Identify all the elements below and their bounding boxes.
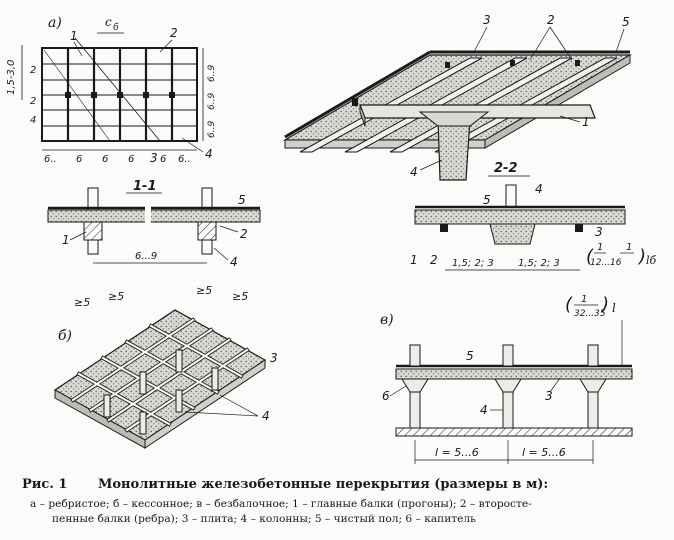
b-dim-4: ≥5 bbox=[232, 290, 248, 303]
panel-a-plan: а) 1,5-3,0 с б bbox=[6, 15, 217, 165]
iso-callout-2: 2 bbox=[547, 13, 555, 27]
s22-paren-left: ( bbox=[586, 246, 594, 267]
s22-callout-2: 2 bbox=[430, 253, 438, 267]
bottom-dim-6: 6.. bbox=[178, 154, 191, 165]
c-callout-5: 5 bbox=[466, 349, 474, 363]
callout-2: 2 bbox=[170, 26, 178, 40]
s11-callout-1: 1 bbox=[62, 233, 70, 247]
c-callout-4: 4 bbox=[480, 403, 488, 417]
left-mark-2: 2 bbox=[30, 96, 36, 107]
slab-thickness-dim: 1,5-3,0 bbox=[6, 60, 17, 95]
s22-callout-5: 5 bbox=[483, 193, 491, 207]
bottom-dim-1: 6.. bbox=[44, 154, 57, 165]
left-mark-1: 2 bbox=[30, 65, 36, 76]
panel-b-letter: б) bbox=[58, 328, 72, 344]
s11-callout-4: 4 bbox=[230, 255, 238, 269]
section-2-2: 2-2 4 5 1 2 3 1,5; 2; 3 1,5; 2; 3 ( 1 12… bbox=[410, 161, 657, 271]
s22-ratio-num2: 1 bbox=[626, 242, 632, 253]
left-mark-3: 4 bbox=[30, 115, 36, 126]
label-b: б bbox=[113, 22, 119, 33]
caption-heading: Рис. 1 Монолитные железобетонные перекры… bbox=[22, 477, 662, 492]
s22-ratio-num: 1 bbox=[597, 242, 603, 253]
panel-c-flat-slab: в) ( 1 32...35 ) l 5 6 4 3 l = 5...6 l =… bbox=[380, 294, 633, 464]
s22-callout-4: 4 bbox=[535, 182, 543, 196]
panel-c-letter: в) bbox=[380, 312, 394, 328]
callout-1: 1 bbox=[70, 29, 78, 43]
s22-callout-3: 3 bbox=[595, 225, 603, 239]
c-paren-left: ( bbox=[565, 294, 573, 315]
section-2-2-title: 2-2 bbox=[494, 161, 518, 176]
floor-slab-figure: а) 1,5-3,0 с б bbox=[6, 13, 657, 464]
s22-ratio-den: 12...16 bbox=[590, 258, 622, 268]
iso-callout-4: 4 bbox=[410, 165, 418, 179]
iso-callout-5: 5 bbox=[622, 15, 630, 29]
section-1-1-title: 1-1 bbox=[133, 179, 157, 194]
c-callout-6: 6 bbox=[382, 389, 390, 403]
s22-paren-right: ) bbox=[637, 246, 646, 267]
s11-callout-2: 2 bbox=[240, 227, 248, 241]
c-paren-right: ) bbox=[600, 294, 609, 315]
row-dim-1: 6..9 bbox=[207, 65, 217, 82]
bottom-dim-4: 6 bbox=[128, 154, 134, 165]
caption-legend-line-1: а – ребристое; б – кессонное; в – безбал… bbox=[30, 498, 532, 510]
b-dim-3: ≥5 bbox=[196, 284, 212, 297]
row-dim-2: 6..9 bbox=[207, 93, 217, 110]
iso-callout-1: 1 bbox=[582, 115, 590, 129]
s22-ratio-sub: lб bbox=[646, 254, 657, 267]
section-1-1: 1-1 5 2 1 4 6...9 bbox=[47, 179, 261, 269]
b-callout-3: 3 bbox=[270, 351, 278, 365]
bottom-dim-3: 6 bbox=[102, 154, 108, 165]
panel-a-letter: а) bbox=[48, 15, 62, 31]
s11-callout-5: 5 bbox=[238, 193, 246, 207]
caption-legend-line-2: пенные балки (ребра); 3 – плита; 4 – кол… bbox=[52, 513, 476, 525]
c-span-2: l = 5...6 bbox=[522, 446, 566, 459]
bottom-dim-5: 6 bbox=[160, 154, 166, 165]
c-span-1: l = 5...6 bbox=[435, 446, 479, 459]
c-ratio-num: 1 bbox=[581, 294, 587, 305]
ribbed-slab-isometric: 3 2 5 1 4 bbox=[282, 13, 633, 181]
s22-span-2: 1,5; 2; 3 bbox=[518, 258, 560, 269]
caption-title: Монолитные железобетонные перекрытия (ра… bbox=[97, 477, 549, 492]
figure-caption: Рис. 1 Монолитные железобетонные перекры… bbox=[22, 477, 662, 527]
callout-3: 3 bbox=[150, 151, 158, 165]
c-callout-3: 3 bbox=[545, 389, 553, 403]
row-dim-3: 6..9 bbox=[207, 121, 217, 138]
c-ratio-l: l bbox=[612, 301, 616, 315]
callout-4: 4 bbox=[205, 147, 213, 161]
c-ratio-den: 32...35 bbox=[574, 309, 606, 319]
bottom-dim-2: 6 bbox=[76, 154, 82, 165]
s22-span-1: 1,5; 2; 3 bbox=[452, 258, 494, 269]
s22-callout-1: 1 bbox=[410, 253, 418, 267]
iso-callout-3: 3 bbox=[483, 13, 491, 27]
s11-span: 6...9 bbox=[135, 251, 157, 262]
panel-b-coffered: б) ≥5 ≥5 ≥5 ≥5 3 4 bbox=[53, 284, 278, 449]
b-dim-1: ≥5 bbox=[74, 296, 90, 309]
figure-label: Рис. 1 bbox=[22, 477, 68, 492]
b-callout-4: 4 bbox=[262, 409, 270, 423]
b-dim-2: ≥5 bbox=[108, 290, 124, 303]
label-c: с bbox=[105, 15, 112, 29]
